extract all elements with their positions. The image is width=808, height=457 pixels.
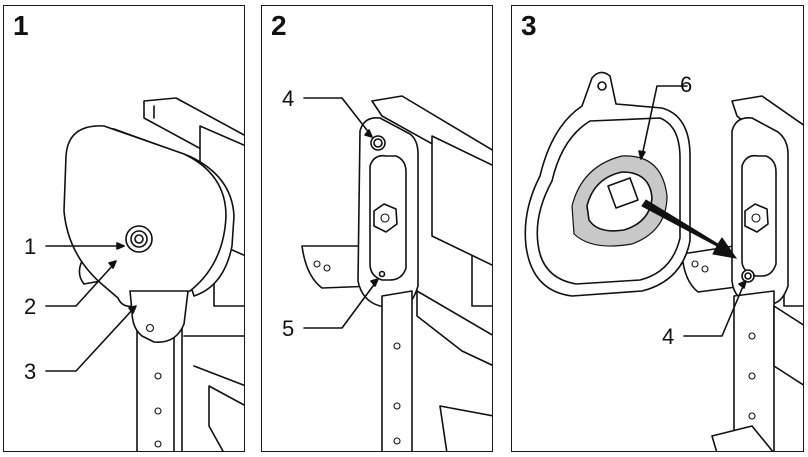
step-1-illustration: 1 2 3: [24, 97, 244, 451]
callout-label-6: 6: [680, 72, 692, 97]
step-3-illustration: 6 4: [524, 71, 803, 451]
callout-label-3: 3: [24, 359, 36, 384]
step-panel-3: 3 6: [511, 5, 804, 452]
callout-label-2: 2: [24, 294, 36, 319]
callout-label-4: 4: [662, 324, 674, 349]
step-number: 1: [13, 10, 29, 41]
callout-label-4: 4: [282, 86, 294, 111]
step-panel-2: 2 4 5: [261, 5, 493, 452]
callout-label-5: 5: [282, 316, 294, 341]
step-panel-1: 1 1 2 3: [3, 5, 245, 452]
step-number: 3: [521, 10, 537, 41]
step-number: 2: [271, 10, 287, 41]
step-2-illustration: 4 5: [282, 86, 492, 451]
callout-label-1: 1: [24, 234, 36, 259]
